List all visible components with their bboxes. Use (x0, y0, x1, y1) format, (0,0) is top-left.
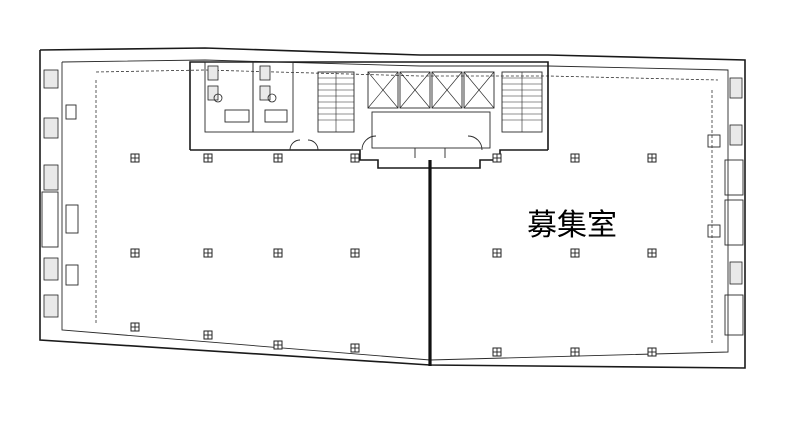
column-marker (492, 347, 502, 357)
column-marker (492, 153, 502, 163)
column-marker (203, 153, 213, 163)
column-marker (273, 153, 283, 163)
column-marker (570, 347, 580, 357)
column-marker (647, 153, 657, 163)
vacancy-label: 募集室 (527, 208, 617, 243)
column-marker (350, 248, 360, 258)
column-marker (647, 248, 657, 258)
column-marker (273, 340, 283, 350)
column-marker (492, 248, 502, 258)
column-marker (203, 330, 213, 340)
column-marker (130, 322, 140, 332)
right-facade-elements (707, 77, 744, 336)
column-marker (130, 153, 140, 163)
column-marker (203, 248, 213, 258)
column-marker (350, 153, 360, 163)
left-facade-elements (41, 69, 79, 318)
column-marker (273, 248, 283, 258)
column-marker (570, 248, 580, 258)
column-marker (647, 347, 657, 357)
column-marker (130, 248, 140, 258)
outer-wall (39, 47, 746, 369)
building-core (189, 61, 549, 169)
column-marker (570, 153, 580, 163)
structural-columns (130, 153, 657, 357)
column-marker (350, 343, 360, 353)
